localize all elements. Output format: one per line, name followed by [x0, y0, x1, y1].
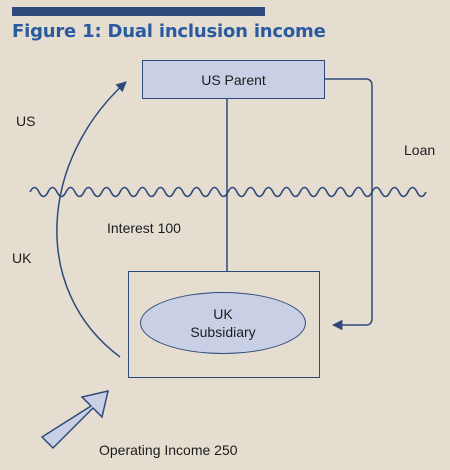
uk-subsidiary-box: UK Subsidiary	[128, 271, 320, 378]
us-parent-box: US Parent	[142, 60, 325, 99]
interest-label: Interest 100	[107, 220, 181, 236]
uk-subsidiary-label-line2: Subsidiary	[190, 324, 256, 340]
title-rule	[12, 7, 265, 16]
loan-arrow	[325, 78, 373, 331]
us-jurisdiction-label: US	[16, 113, 36, 129]
border-wave-line	[29, 186, 427, 198]
operating-income-arrow-icon	[40, 389, 110, 450]
us-parent-label: US Parent	[201, 71, 266, 88]
uk-subsidiary-ellipse: UK Subsidiary	[140, 292, 306, 354]
operating-income-label: Operating Income 250	[99, 442, 238, 458]
figure-title: Figure 1: Dual inclusion income	[12, 21, 326, 42]
uk-jurisdiction-label: UK	[12, 250, 32, 266]
uk-subsidiary-label-line1: UK	[213, 306, 233, 322]
interest-arrow	[56, 81, 127, 358]
loan-label: Loan	[404, 142, 436, 158]
